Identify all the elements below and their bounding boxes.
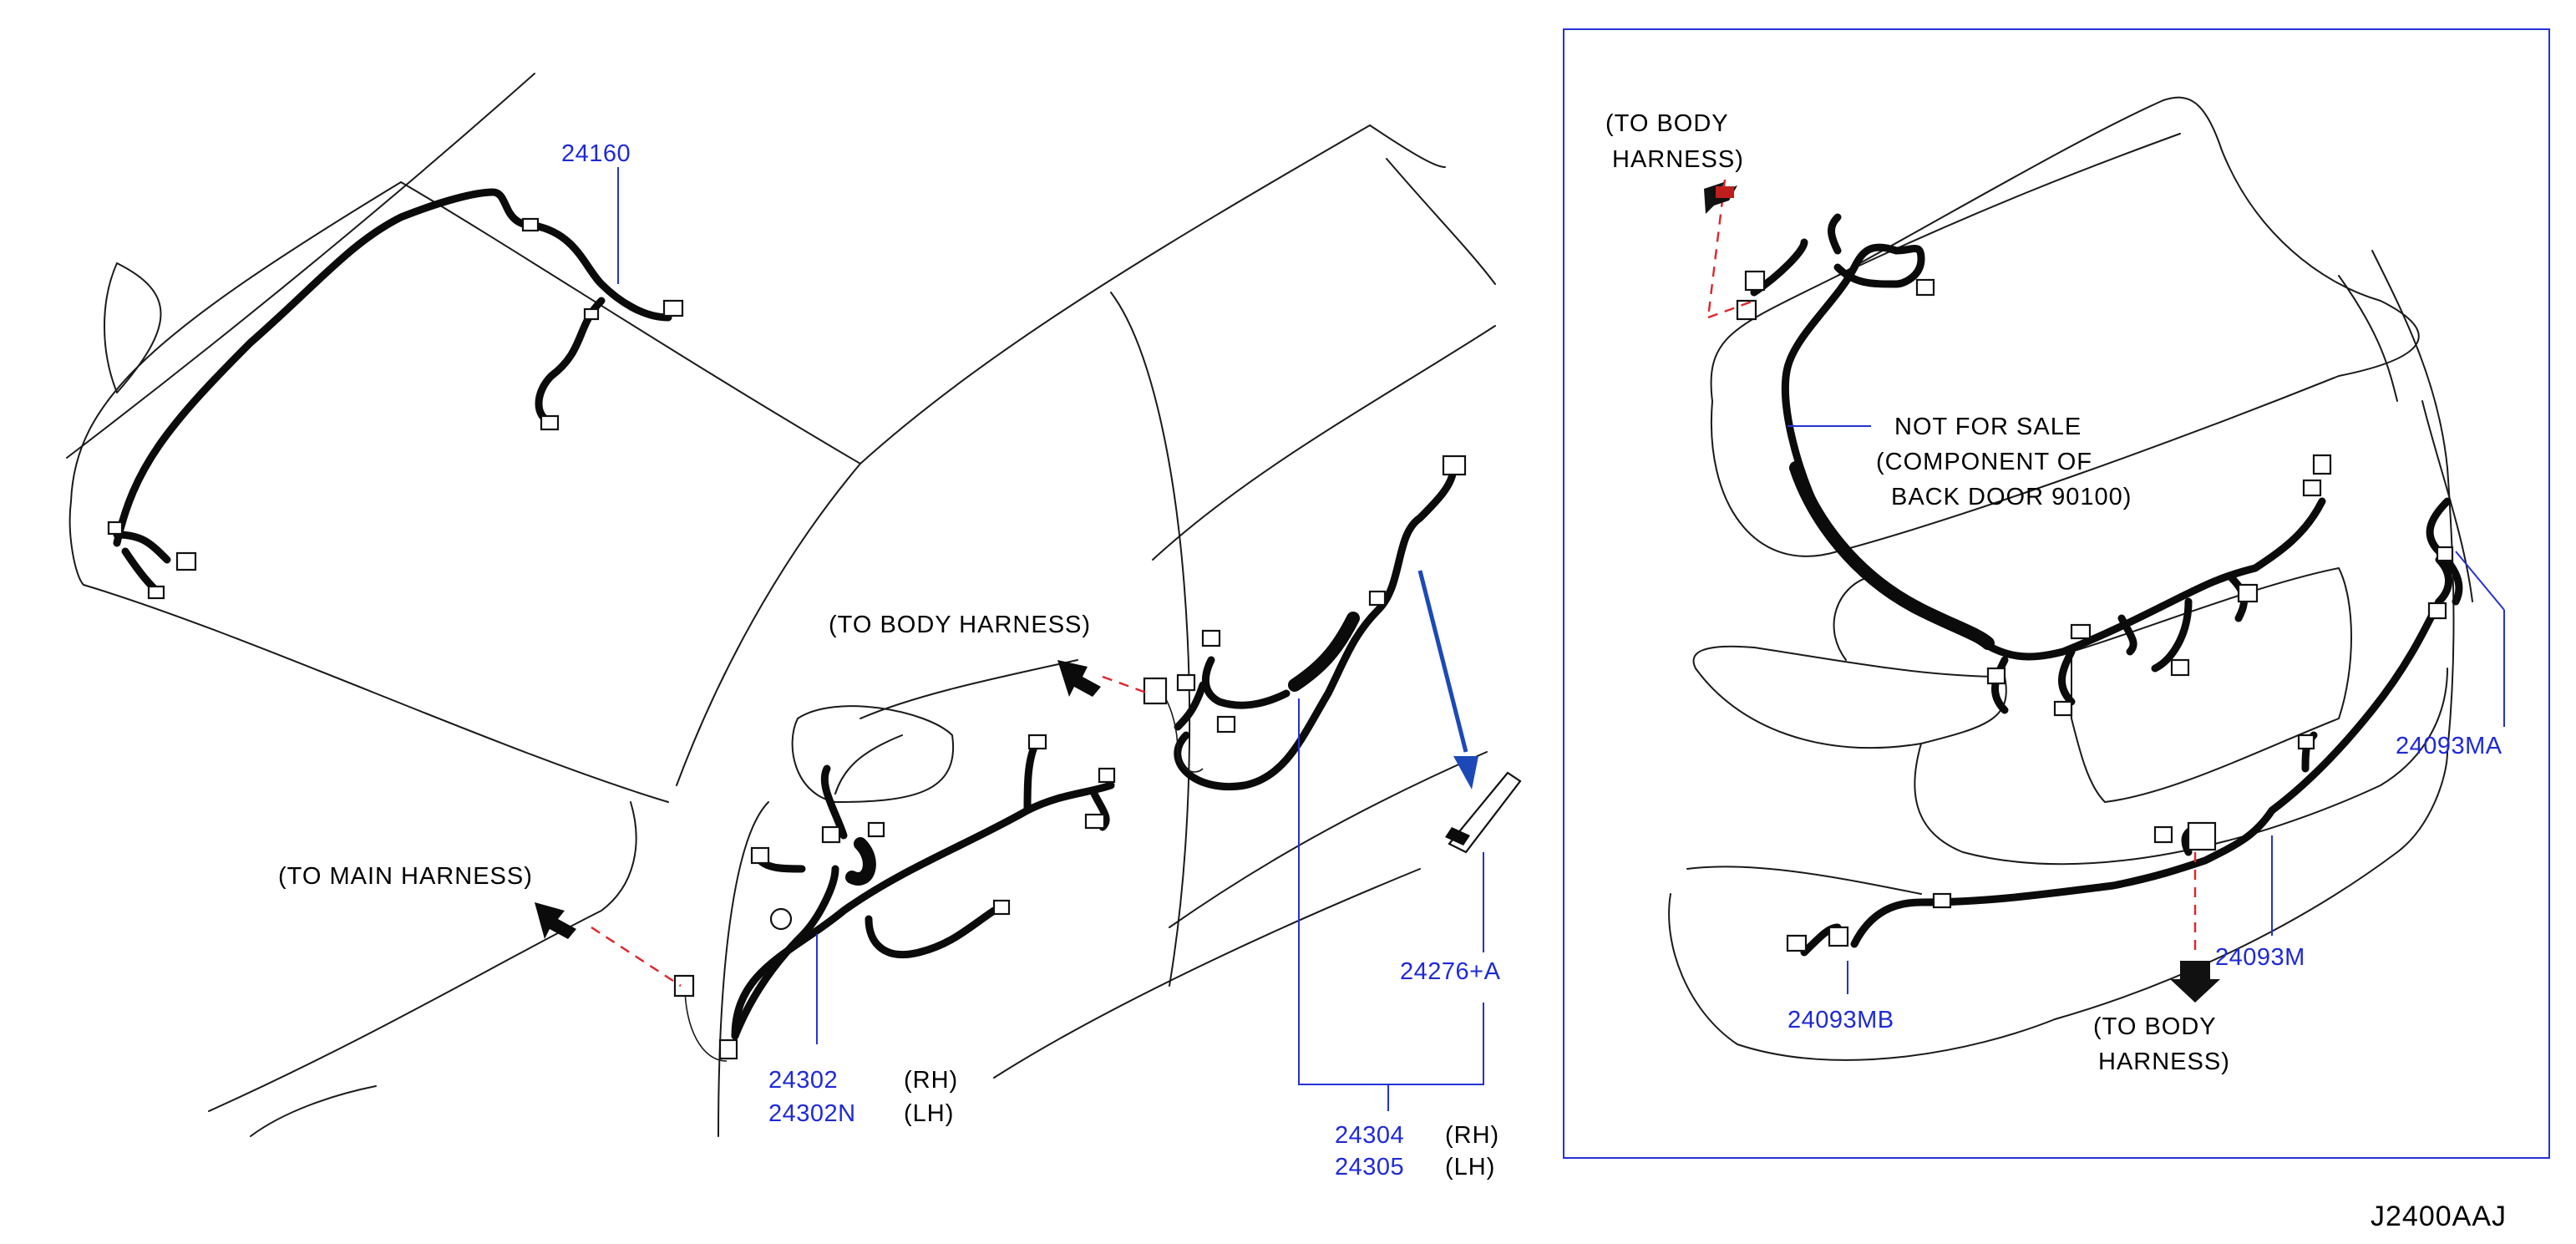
connector-icon: [718, 1038, 738, 1060]
clip-part: [1445, 771, 1522, 854]
connector-icon: [107, 520, 124, 536]
rear-door-leader: [1298, 698, 1484, 1085]
connector-icon: [2297, 734, 2315, 750]
grommet-icon: [769, 907, 793, 931]
label-inset-bottom-1: (TO BODY: [2093, 1013, 2217, 1040]
label-inset-bottom-2: HARNESS): [2098, 1049, 2230, 1075]
label-to-main-harness: (TO MAIN HARNESS): [278, 863, 533, 890]
connector-icon: [2302, 479, 2322, 497]
label-not-for-sale-3: BACK DOOR 90100): [1891, 484, 2132, 510]
arrow-icon: [1716, 186, 1734, 198]
connector-icon: [1201, 629, 1221, 647]
connector-icon: [521, 217, 540, 232]
label-not-for-sale-2: (COMPONENT OF: [1876, 449, 2092, 475]
back-door-harness: [1736, 213, 2332, 717]
connector-icon: [1143, 677, 1168, 705]
part-number-back-harness-b: 24093MB: [1787, 1007, 1894, 1033]
connector-icon: [1915, 278, 1935, 297]
connector-icon: [1176, 673, 1196, 692]
vehicle-body-outline: [66, 73, 1496, 1137]
part-number-front-door-rh: 24302: [768, 1067, 838, 1094]
back-harness-lower: [1786, 497, 2463, 957]
arrow-icon: [535, 902, 576, 939]
arrow-icon: [1057, 660, 1101, 697]
connector-icon: [1986, 667, 2006, 685]
back-door-outline: [1668, 96, 2473, 1061]
label-to-body-harness-main: (TO BODY HARNESS): [829, 612, 1091, 638]
inset-top-dashed-link-2: [1707, 299, 1755, 319]
part-number-rear-door-rh: 24304: [1335, 1122, 1404, 1149]
part-number-rear-door-lh: 24305: [1335, 1154, 1404, 1181]
connector-icon: [1442, 454, 1467, 476]
connector-icon: [2153, 825, 2173, 844]
to-main-harness-dashed-link: [591, 926, 682, 988]
roof-harness: [107, 188, 684, 600]
connector-icon: [2427, 602, 2447, 620]
arrow-icon: [1453, 756, 1478, 790]
connector-icon: [1932, 892, 1952, 909]
diagram-code: J2400AAJ: [2371, 1201, 2507, 1232]
connector-icon: [1744, 270, 1766, 292]
label-inset-top-1: (TO BODY: [1605, 110, 1729, 137]
connector-icon: [1027, 734, 1047, 750]
rear-door-harness: [1143, 454, 1467, 790]
to-body-harness-dashed-link: [1102, 675, 1149, 695]
connector-icon: [2436, 546, 2454, 562]
connector-icon: [2237, 583, 2259, 603]
connector-icon: [1786, 934, 1808, 952]
connector-icon: [2187, 821, 2217, 851]
connector-icon: [147, 585, 165, 600]
connector-icon: [1098, 767, 1116, 784]
connector-icon: [175, 551, 197, 571]
part-number-back-harness: 24093M: [2215, 944, 2305, 971]
connector-icon: [992, 899, 1011, 916]
part-number-back-harness-a: 24093MA: [2396, 733, 2502, 759]
front-door-harness: [673, 734, 1116, 1062]
part-number-front-door-lh: 24302N: [768, 1100, 856, 1127]
inset-frame: [1563, 28, 2550, 1159]
label-inset-top-2: HARNESS): [1612, 146, 1744, 173]
arrow-icon: [2170, 961, 2220, 1003]
connector-icon: [2053, 700, 2073, 717]
back-harness-a-leader-1: [2455, 551, 2505, 611]
connector-icon: [2170, 658, 2190, 677]
part-number-clip: 24276+A: [1400, 958, 1501, 985]
connector-icon: [1828, 926, 1849, 947]
side-label-rear-rh: (RH): [1445, 1122, 1499, 1149]
connector-icon: [821, 825, 841, 844]
connector-icon: [750, 846, 770, 865]
connector-icon: [540, 414, 560, 431]
side-label-front-lh: (LH): [904, 1100, 954, 1127]
connector-icon: [673, 974, 695, 998]
connector-icon: [662, 299, 684, 317]
connector-icon: [867, 821, 885, 838]
connector-icon: [583, 307, 600, 321]
side-label-front-rh: (RH): [904, 1067, 958, 1094]
connector-icon: [1084, 813, 1106, 830]
label-not-for-sale-1: NOT FOR SALE: [1894, 414, 2082, 440]
clip-pointer-line: [1417, 570, 1468, 753]
connector-icon: [2312, 454, 2332, 475]
side-label-rear-lh: (LH): [1445, 1154, 1495, 1181]
connector-icon: [1216, 715, 1236, 734]
connector-icon: [1368, 590, 1387, 607]
part-number-roof: 24160: [561, 140, 631, 167]
connector-icon: [2070, 623, 2092, 640]
